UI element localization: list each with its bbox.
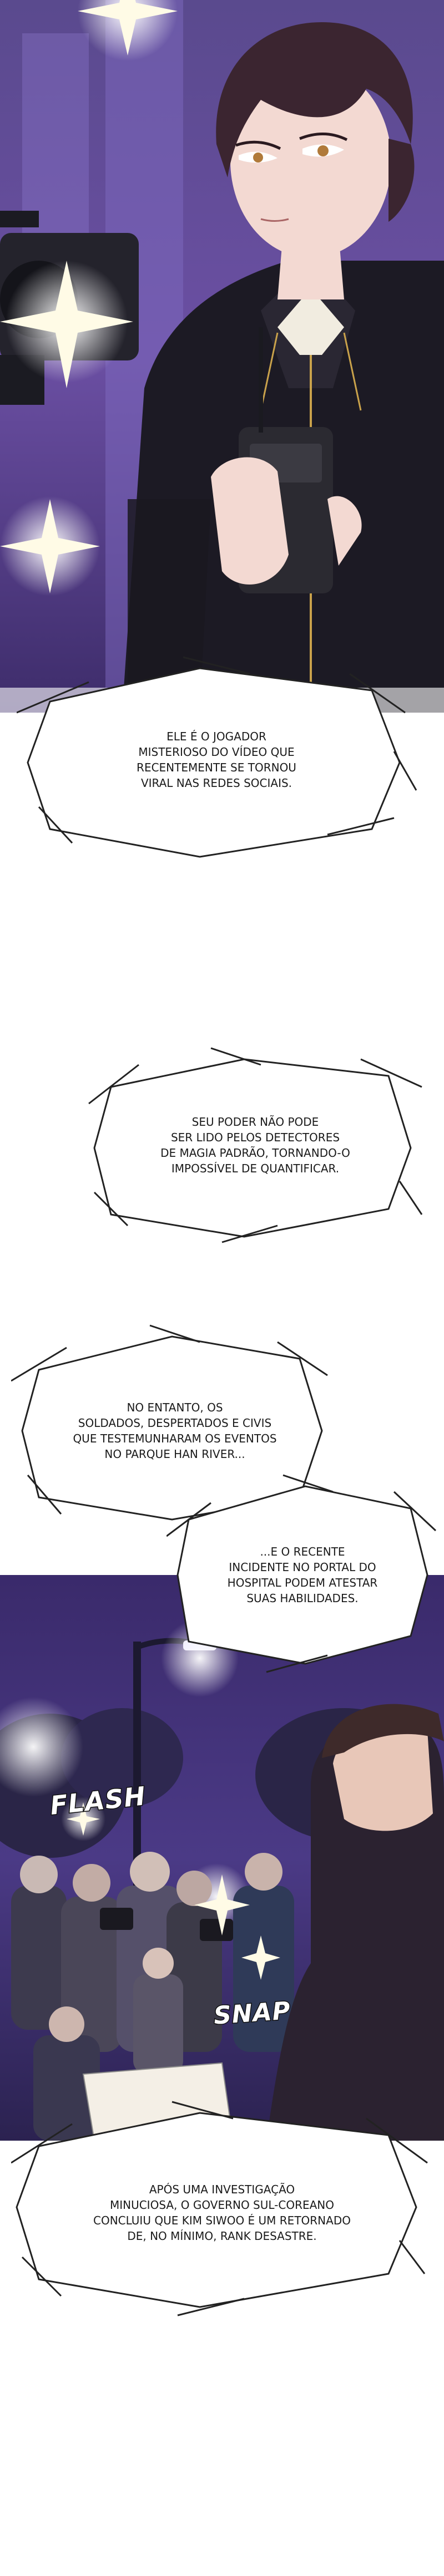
caption-3-line-3: QUE TESTEMUNHARAM OS EVENTOS (73, 1432, 277, 1445)
caption-4-line-1: ...E O RECENTE (260, 1545, 345, 1558)
caption-1-line-3: RECENTEMENTE SE TORNOU (137, 761, 296, 774)
caption-box-1-frame (17, 656, 417, 858)
caption-text-2: SEU PODER NÃO PODE SER LIDO PELOS DETECT… (117, 1079, 394, 1212)
caption-5-line-4: DE, NO MÍNIMO, RANK DESASTRE. (127, 2229, 317, 2243)
caption-box-2: SEU PODER NÃO PODE SER LIDO PELOS DETECT… (78, 1043, 433, 1248)
caption-box-5: APÓS UMA INVESTIGAÇÃO MINUCIOSA, O GOVER… (11, 2091, 433, 2324)
caption-3-line-2: SOLDADOS, DESPERTADOS E CIVIS (78, 1416, 272, 1430)
caption-5-line-2: MINUCIOSA, O GOVERNO SUL-COREANO (109, 2198, 335, 2212)
caption-1-line-1: ELE É O JOGADOR (167, 730, 266, 743)
caption-5-line-1: APÓS UMA INVESTIGAÇÃO (149, 2183, 295, 2196)
caption-box-3: NO ENTANTO, OS SOLDADOS, DESPERTADOS E C… (11, 1320, 333, 1536)
panel-press-crowd-art (0, 1575, 444, 2141)
caption-box-4: ...E O RECENTE INCIDENTE NO PORTAL DO HO… (167, 1470, 438, 1680)
caption-4-line-4: SUAS HABILIDADES. (246, 1592, 359, 1605)
sfx-snap: SNAP (212, 1996, 292, 2031)
panel-press-crowd: FLASH SNAP (0, 1575, 444, 2141)
panel-uniform-man (0, 0, 444, 713)
caption-box-2-frame (88, 1047, 423, 1243)
caption-box-5-frame (11, 2101, 428, 2316)
caption-text-4: ...E O RECENTE INCIDENTE NO PORTAL DO HO… (194, 1508, 411, 1642)
caption-5-line-3: CONCLUIU QUE KIM SIWOO É UM RETORNADO (93, 2214, 351, 2227)
caption-box-1: ELE É O JOGADOR MISTERIOSO DO VÍDEO QUE … (17, 652, 427, 868)
panel-uniform-man-art (0, 0, 444, 713)
caption-2-line-3: DE MAGIA PADRÃO, TORNANDO-O (160, 1146, 350, 1160)
caption-3-line-4: NO PARQUE HAN RIVER... (104, 1447, 245, 1461)
caption-2-line-4: IMPOSSÍVEL DE QUANTIFICAR. (171, 1162, 340, 1175)
flash-sparkles (67, 1802, 280, 1980)
caption-text-5: APÓS UMA INVESTIGAÇÃO MINUCIOSA, O GOVER… (44, 2135, 400, 2290)
caption-text-3: NO ENTANTO, OS SOLDADOS, DESPERTADOS E C… (44, 1359, 305, 1503)
caption-4-line-2: INCIDENTE NO PORTAL DO (229, 1561, 376, 1574)
caption-3-line-1: NO ENTANTO, OS (127, 1401, 223, 1414)
caption-2-line-2: SER LIDO PELOS DETECTORES (170, 1131, 340, 1144)
caption-1-line-4: VIRAL NAS REDES SOCIAIS. (140, 776, 292, 790)
caption-text-1: ELE É O JOGADOR MISTERIOSO DO VÍDEO QUE … (61, 690, 372, 829)
caption-4-line-3: HOSPITAL PODEM ATESTAR (227, 1576, 378, 1589)
caption-1-line-2: MISTERIOSO DO VÍDEO QUE (138, 745, 295, 759)
caption-2-line-1: SEU PODER NÃO PODE (191, 1115, 319, 1129)
caption-box-4-frame (167, 1474, 437, 1673)
